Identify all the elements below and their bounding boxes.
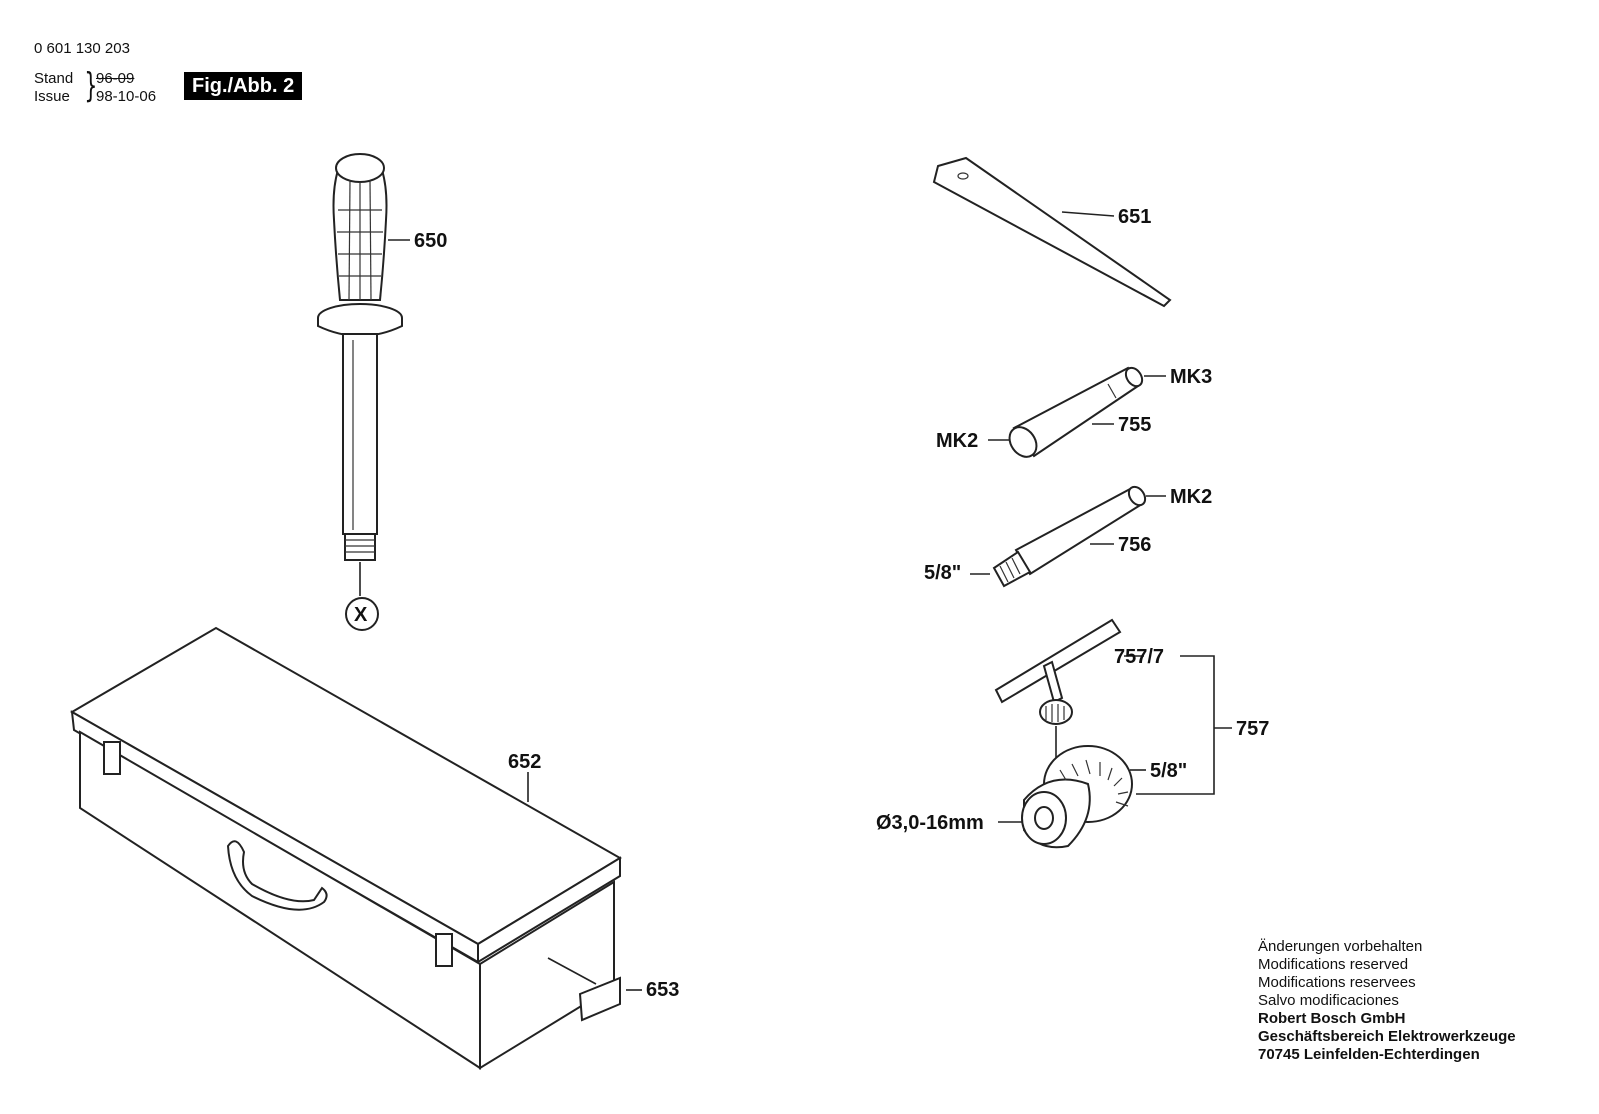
- note-line-es: Salvo modificaciones: [1258, 992, 1399, 1009]
- notes-block: Änderungen vorbehalten Modifications res…: [1258, 938, 1516, 1064]
- note-line-de: Änderungen vorbehalten: [1258, 938, 1423, 955]
- callout-757-7: 757/7: [1114, 646, 1164, 668]
- issue-label: Issue: [34, 88, 70, 105]
- stand-label: Stand: [34, 70, 74, 87]
- part-number: 0 601 130 203: [34, 40, 130, 57]
- taper-adapter-755: [1008, 366, 1144, 458]
- marker-x: X: [354, 604, 368, 626]
- division-name: Geschäftsbereich Elektrowerkzeuge: [1258, 1028, 1516, 1045]
- callout-mk2-a: MK2: [936, 430, 978, 452]
- drill-chuck-757: [1021, 745, 1133, 849]
- callout-650: 650: [414, 230, 447, 252]
- callout-chuck-range: Ø3,0-16mm: [876, 812, 984, 834]
- issue-date: 98-10-06: [96, 88, 157, 105]
- chuck-key-757-7: [994, 618, 1122, 760]
- company-address: 70745 Leinfelden-Echterdingen: [1258, 1046, 1480, 1063]
- carrying-case-652: [70, 626, 622, 1070]
- stand-date: 96-09: [96, 70, 135, 87]
- callout-652: 652: [508, 751, 541, 773]
- figure-badge: Fig./Abb. 2: [184, 72, 303, 100]
- callout-mk2-b: MK2: [1170, 486, 1212, 508]
- side-handle-650: [317, 153, 403, 596]
- drift-wedge-651: [932, 156, 1172, 308]
- brace-icon: }: [84, 66, 98, 106]
- company-name: Robert Bosch GmbH: [1258, 1010, 1406, 1027]
- marker-x-circle: [345, 597, 379, 631]
- callout-755: 755: [1118, 414, 1151, 436]
- callout-thread-b: 5/8": [1150, 760, 1187, 782]
- note-line-fr: Modifications reservees: [1258, 974, 1416, 991]
- callout-756: 756: [1118, 534, 1151, 556]
- callout-thread-a: 5/8": [924, 562, 961, 584]
- callout-653: 653: [646, 979, 679, 1001]
- callout-mk3: MK3: [1170, 366, 1212, 388]
- callout-651: 651: [1118, 206, 1151, 228]
- callout-757: 757: [1236, 718, 1269, 740]
- threaded-adapter-756: [992, 485, 1147, 588]
- note-line-en: Modifications reserved: [1258, 956, 1409, 973]
